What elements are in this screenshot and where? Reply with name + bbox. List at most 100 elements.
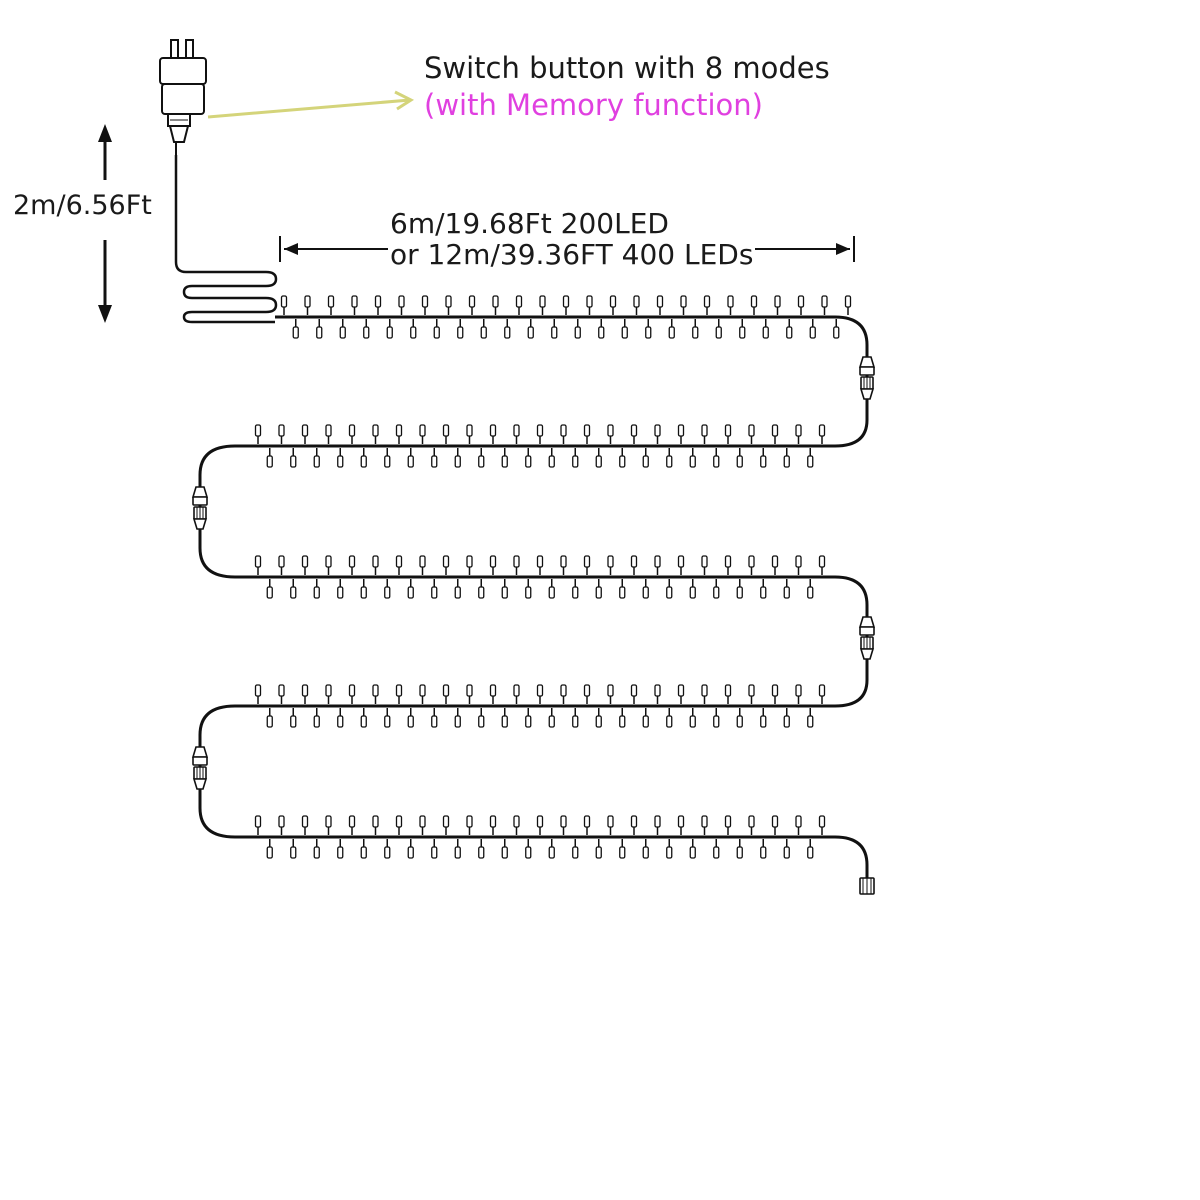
led-bulb-icon — [689, 579, 696, 599]
led-bulb-icon — [525, 708, 532, 728]
led-bulb-icon — [254, 684, 262, 704]
led-bulb-icon — [478, 839, 485, 859]
led-bulb-icon — [384, 708, 391, 728]
led-bulb-icon — [513, 815, 520, 835]
led-bulb-icon — [771, 684, 779, 704]
led-bulb-icon — [586, 295, 593, 315]
led-bulb-icon — [844, 295, 852, 315]
led-bulb-icon — [280, 295, 288, 315]
led-bulb-icon — [560, 555, 567, 575]
connector-icon — [191, 746, 209, 790]
led-bulb-icon — [818, 815, 826, 835]
led-bulb-icon — [372, 555, 379, 575]
led-bulb-icon — [736, 839, 743, 859]
led-bulb-icon — [363, 319, 370, 339]
led-bulb-icon — [290, 448, 297, 468]
led-bulb-icon — [786, 319, 793, 339]
led-bulb-icon — [619, 448, 626, 468]
led-bulb-icon — [360, 579, 367, 599]
led-bulb-icon — [642, 579, 649, 599]
led-bulb-icon — [548, 839, 555, 859]
led-bulb-icon — [548, 708, 555, 728]
led-bulb-icon — [290, 579, 297, 599]
led-bulb-icon — [807, 839, 814, 859]
led-bulb-icon — [301, 555, 309, 575]
led-bulb-icon — [337, 708, 344, 728]
led-bulb-icon — [774, 295, 781, 315]
led-bulb-icon — [595, 708, 602, 728]
led-bulb-icon — [501, 839, 508, 859]
led-bulb-icon — [454, 579, 461, 599]
led-bulb-icon — [468, 295, 476, 315]
led-bulb-icon — [337, 579, 344, 599]
led-bulb-icon — [525, 839, 532, 859]
led-bulb-icon — [290, 708, 297, 728]
led-bulb-icon — [478, 448, 485, 468]
led-bulb-icon — [619, 839, 626, 859]
led-bulb-icon — [419, 684, 426, 704]
led-bulb-icon — [466, 684, 473, 704]
led-bulb-icon — [351, 295, 358, 315]
led-bulb-icon — [560, 684, 567, 704]
led-bulb-icon — [630, 424, 638, 444]
end-cap-icon — [859, 877, 875, 895]
led-bulb-icon — [525, 579, 532, 599]
led-bulb-icon — [419, 555, 426, 575]
led-bulb-icon — [348, 555, 356, 575]
led-bulb-icon — [431, 708, 438, 728]
led-bulb-icon — [630, 815, 638, 835]
led-bulb-icon — [266, 579, 273, 599]
string-length-line-2: or 12m/39.36FT 400 LEDs — [390, 238, 754, 272]
led-bulb-icon — [290, 839, 297, 859]
led-bulb-icon — [713, 448, 720, 468]
led-bulb-icon — [583, 555, 591, 575]
led-bulb-icon — [642, 448, 649, 468]
led-bulb-icon — [515, 295, 523, 315]
led-bulb-icon — [818, 424, 826, 444]
led-bulb-icon — [642, 839, 649, 859]
led-bulb-icon — [572, 839, 579, 859]
led-bulb-icon — [372, 684, 379, 704]
led-bulb-icon — [595, 839, 602, 859]
string-length-line-1: 6m/19.68Ft 200LED — [390, 207, 669, 240]
led-bulb-icon — [433, 319, 440, 339]
led-bulb-icon — [454, 448, 461, 468]
led-bulb-icon — [419, 815, 426, 835]
led-bulb-icon — [689, 448, 696, 468]
led-bulb-icon — [410, 319, 417, 339]
led-bulb-icon — [325, 424, 332, 444]
led-bulb-icon — [666, 839, 673, 859]
led-bulb-icon — [795, 424, 802, 444]
led-bulb-icon — [407, 839, 414, 859]
led-bulb-icon — [489, 555, 497, 575]
led-bulb-icon — [619, 708, 626, 728]
led-bulb-icon — [395, 684, 403, 704]
led-bulb-icon — [445, 295, 452, 315]
led-bulb-icon — [572, 448, 579, 468]
led-bulb-icon — [713, 579, 720, 599]
led-bulb-icon — [501, 579, 508, 599]
led-bulb-icon — [750, 295, 758, 315]
led-bulb-icon — [360, 839, 367, 859]
led-bulb-icon — [630, 555, 638, 575]
led-bulb-icon — [783, 708, 790, 728]
led-bulb-icon — [536, 555, 544, 575]
led-bulb-icon — [466, 424, 473, 444]
led-bulb-icon — [374, 295, 382, 315]
led-bulb-icon — [760, 839, 767, 859]
mode-switch-callout-title: Switch button with 8 modes — [424, 51, 830, 85]
connectors — [191, 356, 876, 895]
led-bulb-icon — [501, 448, 508, 468]
led-bulb-icon — [607, 424, 614, 444]
led-bulb-icon — [466, 815, 473, 835]
led-bulb-icon — [677, 815, 685, 835]
led-bulb-icon — [348, 684, 356, 704]
led-bulb-icon — [783, 579, 790, 599]
led-bulb-icon — [395, 815, 403, 835]
led-bulb-icon — [442, 424, 450, 444]
led-bulb-icon — [501, 708, 508, 728]
led-bulb-icon — [254, 424, 262, 444]
led-bulb-icon — [703, 295, 711, 315]
led-bulb-icon — [478, 579, 485, 599]
